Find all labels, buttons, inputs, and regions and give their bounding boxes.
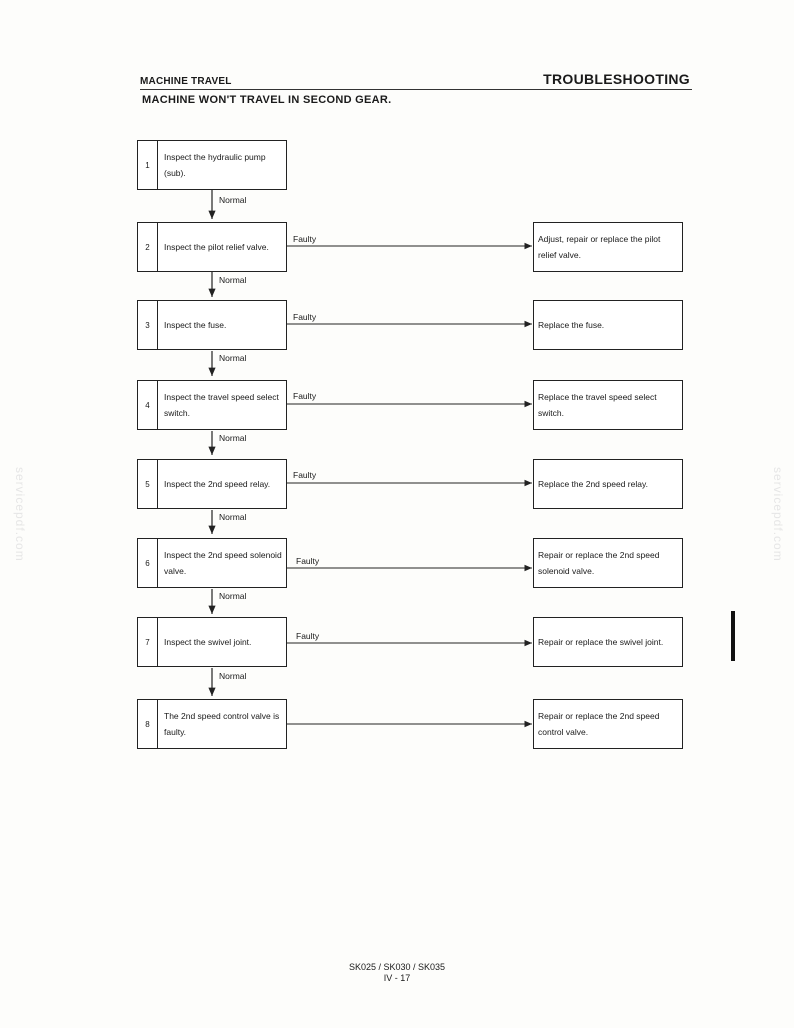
faulty-label: Faulty: [296, 556, 320, 566]
result-box-8: Repair or replace the 2nd speed control …: [533, 699, 683, 749]
header-rule: [140, 89, 692, 90]
step-text: Inspect the 2nd speed solenoid valve.: [164, 550, 282, 576]
margin-bar: [731, 611, 735, 661]
watermark-left: servicepdf.com: [13, 467, 27, 562]
step-text: Inspect the 2nd speed relay.: [164, 479, 271, 489]
section-label: MACHINE TRAVEL: [140, 76, 232, 87]
normal-label: Normal: [219, 433, 247, 443]
step-number: 7: [138, 618, 158, 666]
result-box-2: Adjust, repair or replace the pilot reli…: [533, 222, 683, 272]
faulty-label: Faulty: [296, 631, 320, 641]
step-text: Inspect the travel speed select switch.: [164, 392, 279, 418]
step-text: The 2nd speed control valve is faulty.: [164, 711, 280, 737]
step-number: 2: [138, 223, 158, 271]
normal-label: Normal: [219, 512, 247, 522]
step-box-4: 4 Inspect the travel speed select switch…: [137, 380, 287, 430]
step-text: Inspect the swivel joint.: [164, 637, 252, 647]
result-box-7: Repair or replace the swivel joint.: [533, 617, 683, 667]
result-box-4: Replace the travel speed select switch.: [533, 380, 683, 430]
step-text: Inspect the pilot relief valve.: [164, 242, 269, 252]
step-number: 5: [138, 460, 158, 508]
step-number: 8: [138, 700, 158, 748]
step-box-6: 6 Inspect the 2nd speed solenoid valve.: [137, 538, 287, 588]
faulty-label: Faulty: [293, 470, 317, 480]
faulty-label: Faulty: [293, 234, 317, 244]
page-title: TROUBLESHOOTING: [543, 71, 690, 87]
normal-label: Normal: [219, 195, 247, 205]
watermark-right: servicepdf.com: [771, 467, 785, 562]
normal-label: Normal: [219, 671, 247, 681]
result-box-3: Replace the fuse.: [533, 300, 683, 350]
step-box-3: 3 Inspect the fuse.: [137, 300, 287, 350]
faulty-label: Faulty: [293, 312, 317, 322]
step-box-8: 8 The 2nd speed control valve is faulty.: [137, 699, 287, 749]
step-text: Inspect the fuse.: [164, 320, 227, 330]
step-box-5: 5 Inspect the 2nd speed relay.: [137, 459, 287, 509]
normal-label: Normal: [219, 353, 247, 363]
subtitle: MACHINE WON'T TRAVEL IN SECOND GEAR.: [142, 94, 392, 106]
footer-page-number: IV - 17: [383, 973, 411, 983]
result-box-6: Repair or replace the 2nd speed solenoid…: [533, 538, 683, 588]
step-number: 4: [138, 381, 158, 429]
normal-label: Normal: [219, 275, 247, 285]
step-number: 1: [138, 141, 158, 189]
step-number: 3: [138, 301, 158, 349]
step-text: Inspect the hydraulic pump (sub).: [164, 152, 266, 178]
step-number: 6: [138, 539, 158, 587]
step-box-7: 7 Inspect the swivel joint.: [137, 617, 287, 667]
footer-models: SK025 / SK030 / SK035: [348, 962, 446, 972]
normal-label: Normal: [219, 591, 247, 601]
step-box-1: 1 Inspect the hydraulic pump (sub).: [137, 140, 287, 190]
result-box-5: Replace the 2nd speed relay.: [533, 459, 683, 509]
faulty-label: Faulty: [293, 391, 317, 401]
step-box-2: 2 Inspect the pilot relief valve.: [137, 222, 287, 272]
